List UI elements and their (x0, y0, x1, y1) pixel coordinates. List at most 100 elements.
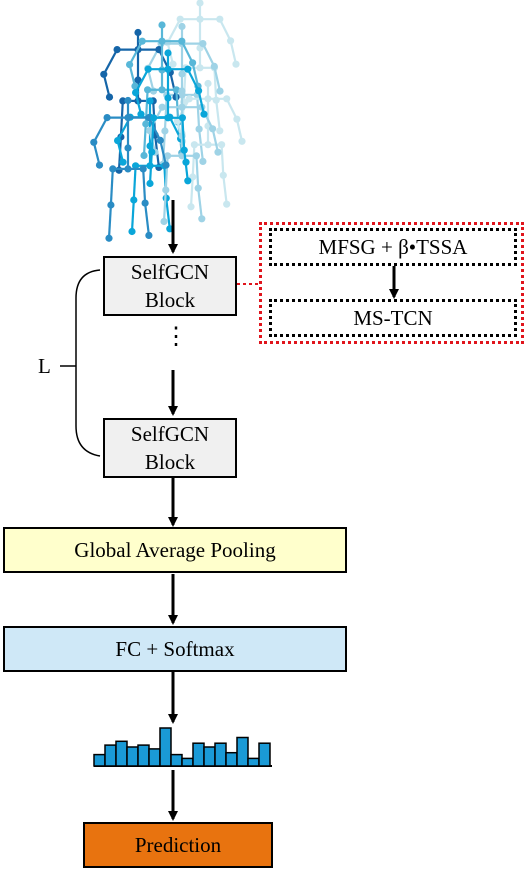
skeleton-bone (165, 198, 171, 229)
skeleton-joint (137, 110, 145, 118)
skeleton-joint (156, 136, 164, 144)
skeleton-joint (178, 114, 186, 122)
skeleton-bone (144, 202, 150, 236)
skeleton-figure (173, 79, 246, 211)
skeleton-bone (191, 144, 196, 178)
skeleton-joint (184, 177, 192, 185)
skeleton-joint (126, 61, 134, 69)
skeleton-joint (107, 201, 115, 209)
skeleton-joint (195, 87, 203, 95)
skeleton-joint (134, 28, 142, 37)
skeleton-joint (150, 114, 158, 122)
skeleton-joint (141, 199, 149, 207)
histogram-bar (159, 727, 172, 767)
skeleton-joint (184, 65, 192, 73)
skeleton-bone (130, 199, 135, 232)
skeleton-joint (128, 227, 136, 236)
histogram-bar (148, 748, 161, 767)
skeleton-joint (124, 144, 132, 152)
skeleton-bone (186, 68, 200, 92)
skeleton-joint (178, 37, 186, 45)
skeleton-bone (142, 168, 147, 204)
skeleton-joint (124, 96, 132, 105)
skeleton-joint (138, 37, 146, 45)
skeleton-joint (218, 141, 226, 149)
skeleton-bone (92, 142, 101, 166)
skeleton-bone (102, 49, 119, 75)
skeleton-joint (119, 158, 127, 166)
skeleton-joint (103, 114, 111, 122)
selfgcn-block-top-line1: SelfGCN (130, 260, 210, 284)
skeleton-joint (142, 120, 150, 128)
global-average-pooling-box: Global Average Pooling (3, 527, 347, 573)
skeleton-joint (130, 196, 138, 204)
skeleton-joint (155, 46, 163, 54)
skeleton-bone (150, 117, 155, 153)
skeleton-joint (227, 37, 235, 45)
skeleton-bone (220, 144, 225, 176)
skeleton-joint (145, 231, 153, 239)
skeleton-figure (126, 21, 202, 160)
skeleton-bone (132, 165, 137, 201)
skeleton-bone (128, 40, 144, 66)
skeleton-bone (119, 100, 124, 138)
skeleton-joint (158, 21, 166, 29)
skeleton-joint (187, 203, 195, 211)
skeleton-bone (180, 40, 194, 64)
skeleton-joint (196, 64, 204, 72)
histogram-bar (247, 757, 260, 767)
skeleton-bone (201, 43, 216, 67)
skeleton-bone (162, 189, 167, 222)
skeleton-joint (140, 151, 148, 160)
skeleton-joint (158, 103, 166, 111)
skeleton-joint (199, 40, 207, 48)
skeleton-joint (158, 86, 166, 94)
skeleton-joint (161, 127, 169, 135)
skeleton-bone (213, 67, 218, 101)
skeleton-joint (119, 97, 127, 105)
skeleton-joint (95, 161, 104, 169)
ellipsis: ⋮ (164, 324, 188, 350)
skeleton-bone (213, 66, 222, 92)
skeleton-bone (225, 98, 238, 120)
skeleton-joint (223, 95, 231, 103)
skeleton-joint (198, 215, 206, 223)
histogram-bar (93, 753, 106, 767)
skeleton-joint (124, 165, 132, 173)
skeleton-bone (196, 94, 201, 130)
skeleton-bone (164, 155, 169, 191)
skeleton-bone (148, 151, 153, 184)
skeleton-joint (134, 76, 142, 84)
skeleton-bone (102, 74, 111, 98)
histogram-bar (214, 742, 227, 767)
skeleton-joint (178, 103, 186, 111)
skeleton-joint (146, 127, 154, 135)
skeleton-bone (211, 128, 220, 153)
skeleton-bone (197, 90, 206, 115)
skeleton-joint (189, 59, 197, 67)
skeleton-joint (196, 15, 204, 23)
detail-bottom-box: MS-TCN (269, 299, 517, 337)
histogram-bar (137, 744, 150, 767)
skeleton-joint (199, 157, 207, 165)
skeleton-joint (195, 125, 203, 133)
skeleton-joint (223, 200, 231, 208)
skeleton-bone (235, 118, 244, 142)
skeleton-joint (172, 86, 180, 94)
skeleton-joint (209, 125, 217, 133)
histogram-bar (258, 742, 271, 767)
skeleton-joint (164, 114, 172, 122)
skeleton-joint (216, 127, 224, 135)
skeleton-joint (189, 173, 197, 181)
skeleton-joint (164, 65, 172, 73)
skeleton-joint (158, 37, 166, 45)
skeleton-joint (146, 97, 154, 105)
skeleton-joint (105, 234, 113, 242)
skeleton-joint (132, 89, 140, 97)
skeleton-bone (128, 64, 137, 87)
histogram-bar (203, 746, 216, 767)
skeleton-joint (162, 161, 170, 169)
